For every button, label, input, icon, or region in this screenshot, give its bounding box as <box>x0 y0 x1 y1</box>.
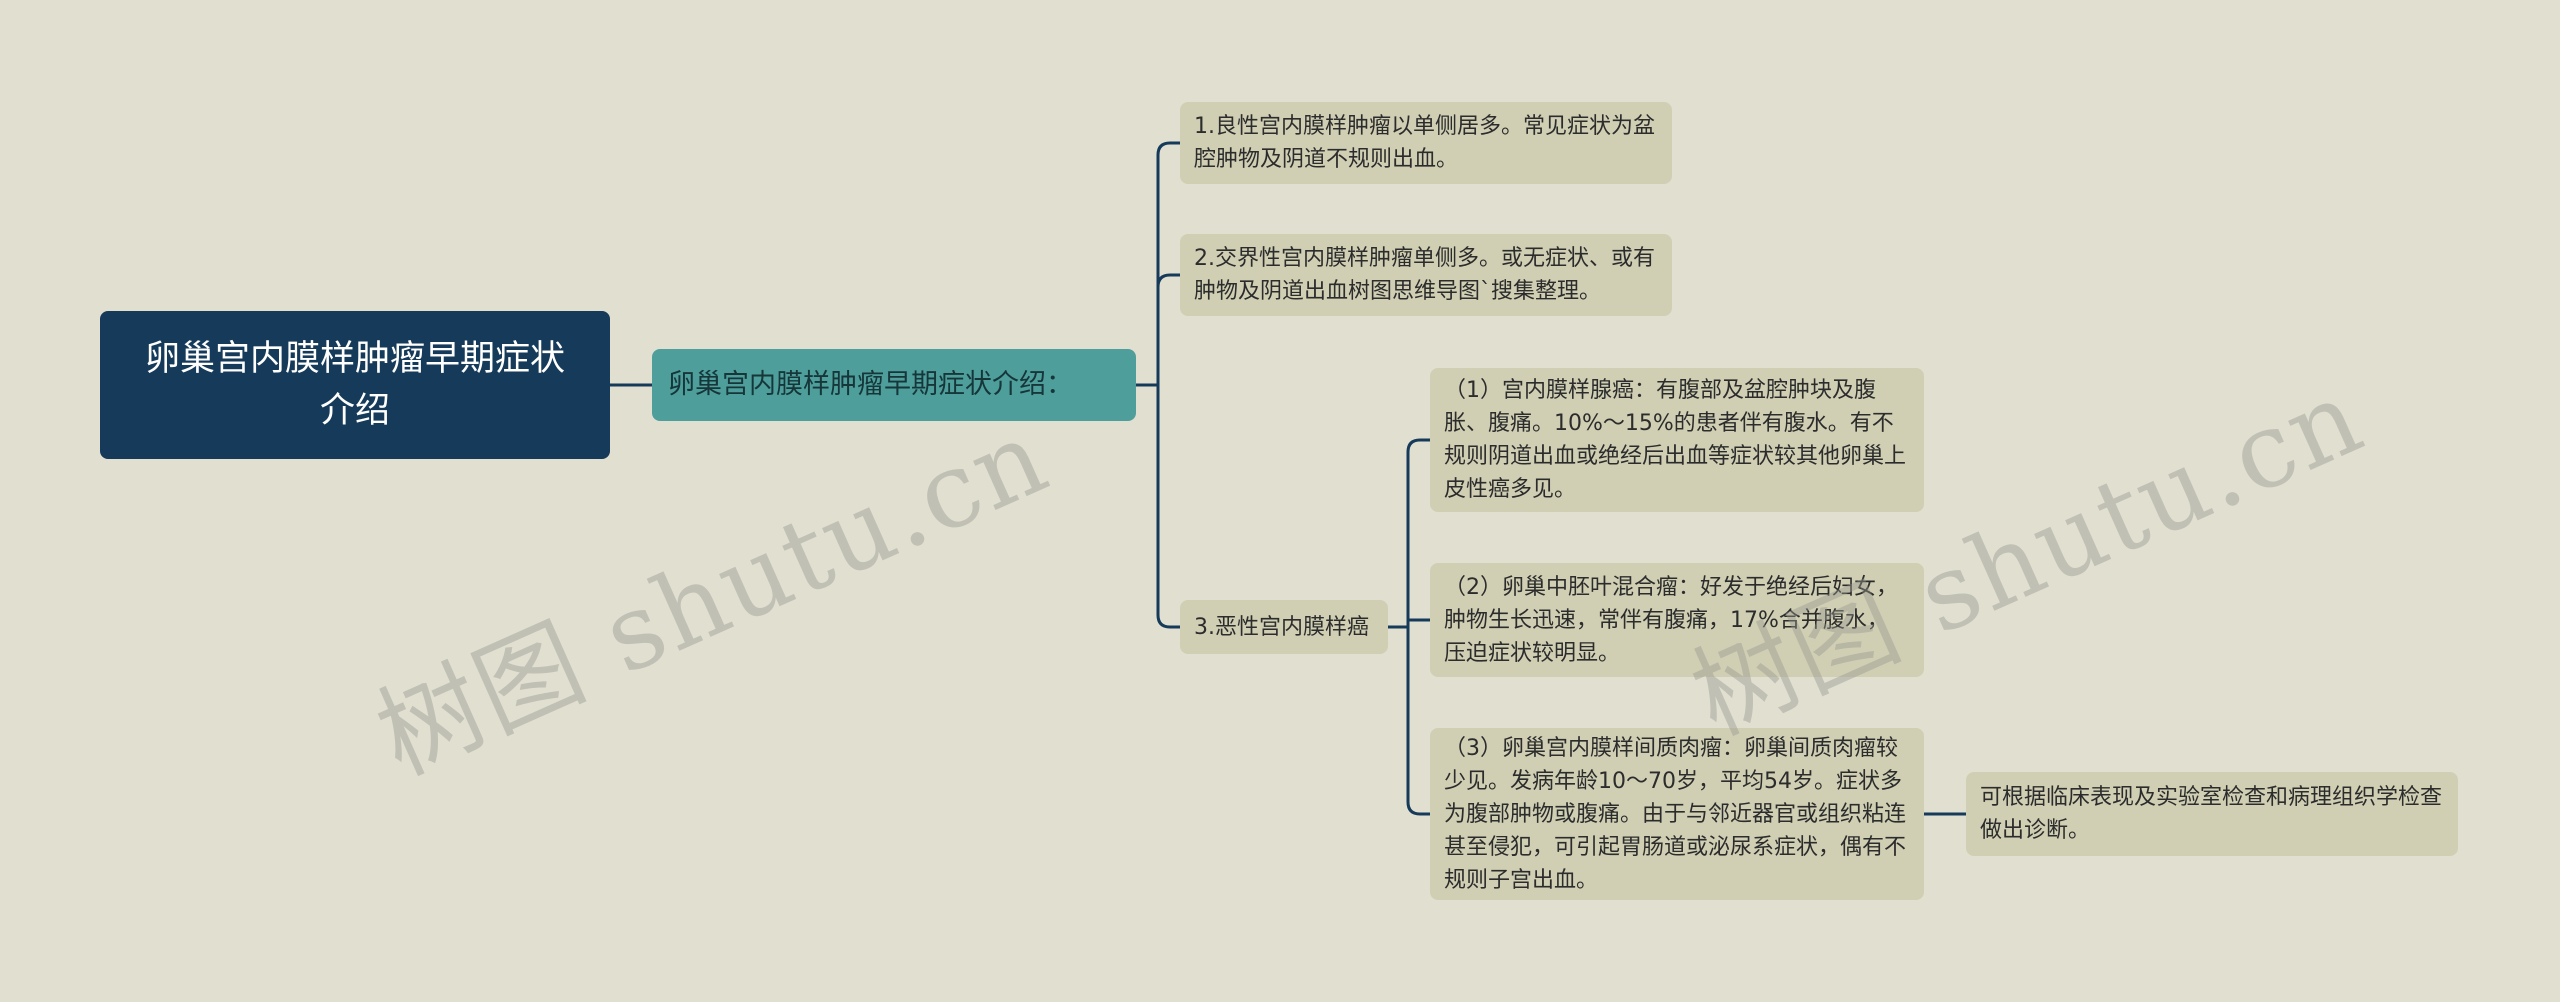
root-topic-label: 卵巢宫内膜样肿瘤早期症状介绍 <box>144 338 565 432</box>
subtopic-node[interactable]: 卵巢宫内膜样肿瘤早期症状介绍： <box>652 349 1136 421</box>
branch-borderline-label: 2.交界性宫内膜样肿瘤单侧多。或无症状、或有肿物及阴道出血树图思维导图`搜集整理… <box>1194 246 1655 304</box>
branch-malignant-label: 3.恶性宫内膜样癌 <box>1194 614 1369 640</box>
diagnosis-note[interactable]: 可根据临床表现及实验室检查和病理组织学检查做出诊断。 <box>1966 772 2458 856</box>
connector-branch-malignant <box>1156 383 1182 629</box>
connector-mixed-mesodermal <box>1406 618 1432 629</box>
malignant-stromal-sarcoma[interactable]: （3）卵巢宫内膜样间质肉瘤：卵巢间质肉瘤较少见。发病年龄10～70岁，平均54岁… <box>1430 728 1924 900</box>
malignant-mixed-mesodermal[interactable]: （2）卵巢中胚叶混合瘤：好发于绝经后妇女，肿物生长迅速，常伴有腹痛，17%合并腹… <box>1430 563 1924 677</box>
branch-benign-label: 1.良性宫内膜样肿瘤以单侧居多。常见症状为盆腔肿物及阴道不规则出血。 <box>1194 114 1655 172</box>
connector-branch-benign <box>1156 141 1182 387</box>
malignant-stromal-sarcoma-label: （3）卵巢宫内膜样间质肉瘤：卵巢间质肉瘤较少见。发病年龄10～70岁，平均54岁… <box>1444 735 1907 893</box>
diagnosis-note-label: 可根据临床表现及实验室检查和病理组织学检查做出诊断。 <box>1980 785 2443 843</box>
connector-stromal-sarcoma <box>1406 625 1432 816</box>
malignant-mixed-mesodermal-label: （2）卵巢中胚叶混合瘤：好发于绝经后妇女，肿物生长迅速，常伴有腹痛，17%合并腹… <box>1444 574 1898 666</box>
malignant-adenocarcinoma-label: （1）宫内膜样腺癌：有腹部及盆腔肿块及腹胀、腹痛。10%～15%的患者伴有腹水。… <box>1444 378 1907 502</box>
branch-malignant[interactable]: 3.恶性宫内膜样癌 <box>1180 600 1388 654</box>
branch-benign[interactable]: 1.良性宫内膜样肿瘤以单侧居多。常见症状为盆腔肿物及阴道不规则出血。 <box>1180 102 1672 184</box>
connector-branch-borderline <box>1156 273 1182 387</box>
branch-borderline[interactable]: 2.交界性宫内膜样肿瘤单侧多。或无症状、或有肿物及阴道出血树图思维导图`搜集整理… <box>1180 234 1672 316</box>
root-topic[interactable]: 卵巢宫内膜样肿瘤早期症状介绍 <box>100 311 610 459</box>
subtopic-label: 卵巢宫内膜样肿瘤早期症状介绍： <box>668 369 1073 401</box>
connector-adenocarcinoma <box>1406 438 1432 629</box>
malignant-adenocarcinoma[interactable]: （1）宫内膜样腺癌：有腹部及盆腔肿块及腹胀、腹痛。10%～15%的患者伴有腹水。… <box>1430 368 1924 512</box>
